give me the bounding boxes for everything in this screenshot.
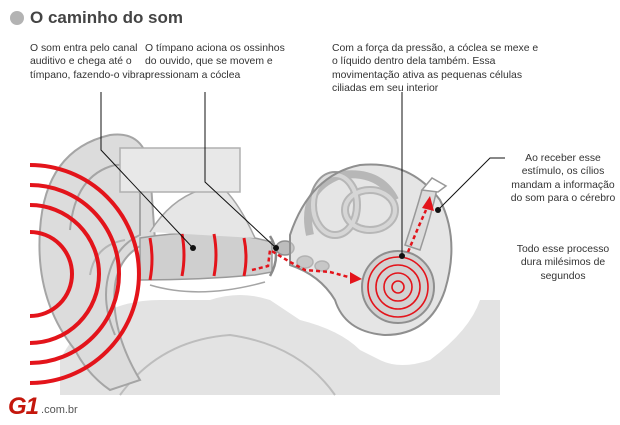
g1-logo: G1: [8, 396, 38, 418]
brand-footer: G1 .com.br: [8, 396, 78, 418]
cochlea: [362, 251, 434, 323]
leader-brain: [438, 158, 505, 210]
nerve-tip: [422, 178, 446, 192]
brand-domain: .com.br: [41, 404, 78, 416]
ear-canal: [140, 233, 272, 280]
canal-lower-bone: [150, 282, 265, 292]
skull-upper-block: [120, 148, 240, 192]
